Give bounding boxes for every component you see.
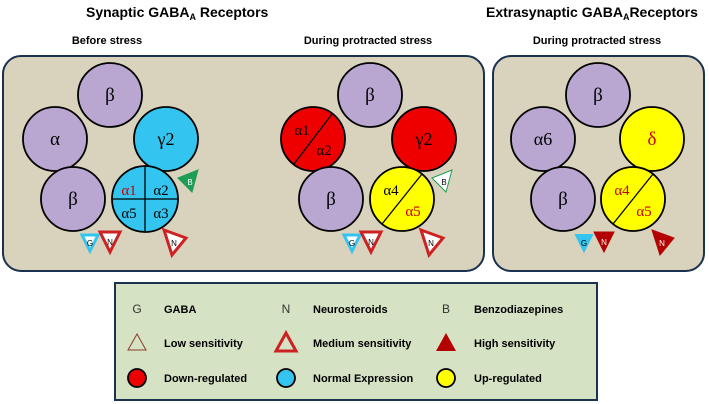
label-beta: β [593,85,603,106]
svg-text:N: N [659,239,665,248]
normal-expression-swatch [276,368,296,388]
svg-text:N: N [601,238,607,247]
legend-down-label: Down-regulated [164,373,247,385]
label-a1: α1 [294,123,309,139]
svg-text:N: N [428,239,434,248]
legend-up-label: Up-regulated [474,373,542,385]
benzodiazepine-high-icon [177,169,199,193]
subunit-beta-bottom [530,166,596,232]
down-regulated-swatch [127,368,147,388]
legend-benzodiazepines-symbol: B [442,302,450,316]
label-alpha6: α6 [534,129,552,149]
receptor-before-stress: β α γ2 β α1 α2 α5 α3 G N N B [22,62,199,259]
label-beta-bottom: β [326,189,336,210]
legend-neurosteroids-symbol: N [282,302,291,316]
legend-benzodiazepines-label: Benzodiazepines [474,304,563,316]
low-sensitivity-icon [127,332,147,351]
extrasynaptic-header: Extrasynaptic GABAAReceptors [486,4,698,22]
svg-text:B: B [187,178,192,187]
label-beta: β [105,85,115,106]
legend-low-label: Low sensitivity [164,338,244,350]
subunit-alpha6 [510,106,576,172]
subunit-beta-top [77,62,143,128]
label-a5: α5 [405,204,420,220]
label-alpha: α [50,129,60,150]
label-a5: α5 [121,206,136,222]
up-regulated-swatch [436,368,456,388]
neurosteroid-high-icon [593,231,615,254]
subunit-delta-up [619,106,685,172]
svg-text:G: G [581,239,587,248]
label-gamma2: γ2 [157,129,175,149]
subunit-beta-top [337,62,403,128]
neurosteroid-medium-icon [358,230,384,256]
high-sensitivity-icon [436,333,456,351]
legend-gaba-symbol: G [132,302,141,316]
neurosteroid-medium-icon [97,230,123,256]
receptor-during-stress: β α1 α2 γ2 β α4 α5 G N N B [280,62,457,259]
label-beta-bottom: β [68,189,78,210]
subunit-gamma2-down [391,106,457,172]
during-stress-label: During protracted stress [304,35,432,47]
label-a2: α2 [153,183,168,199]
neurosteroid-high-icon [651,229,675,257]
svg-text:B: B [441,178,446,187]
before-stress-label: Before stress [72,35,142,47]
label-a4: α4 [614,183,630,199]
legend-gaba-label: GABA [164,304,196,316]
subunit-beta-top [565,62,631,128]
gaba-badge-icon [574,234,594,254]
subunit-beta-bottom [40,166,106,232]
gaba-badge-icon [341,233,363,255]
neurosteroid-medium-icon [161,227,189,259]
label-a3: α3 [153,206,168,222]
svg-text:G: G [87,239,93,248]
subunit-beta-bottom [298,166,364,232]
subunit-alpha [22,106,88,172]
label-a5: α5 [636,204,651,220]
legend-neurosteroids-label: Neurosteroids [313,304,388,316]
label-a4: α4 [383,183,399,199]
neurosteroid-medium-icon [418,227,446,259]
label-a2: α2 [316,143,331,159]
benzodiazepine-low-icon [431,169,453,193]
svg-text:G: G [349,239,355,248]
synaptic-header: Synaptic GABAA Receptors [86,4,269,22]
label-beta-bottom: β [558,189,568,210]
label-delta: δ [648,129,657,150]
legend-normal-label: Normal Expression [313,373,414,385]
subunit-gamma2 [133,106,199,172]
legend-medium-label: Medium sensitivity [313,338,412,350]
gaba-badge-icon [79,233,101,255]
svg-text:N: N [368,238,374,247]
svg-text:N: N [107,238,113,247]
label-beta: β [365,85,375,106]
legend-high-label: High sensitivity [474,338,556,350]
extra-stress-label: During protracted stress [533,35,661,47]
legend-box [114,282,598,401]
label-gamma2: γ2 [415,129,433,149]
label-a1: α1 [121,183,136,199]
medium-sensitivity-icon [273,329,299,353]
svg-text:N: N [171,239,177,248]
receptor-extrasynaptic: β α6 δ β α4 α5 G N N [510,62,685,257]
